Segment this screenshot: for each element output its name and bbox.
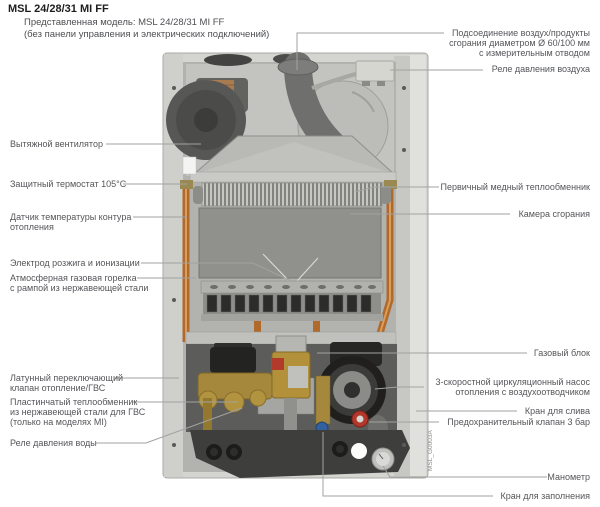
label-line: Латунный переключающий — [10, 373, 124, 383]
label-atmospheric-burner: Атмосферная газовая горелка с рампой из … — [10, 273, 148, 293]
chamber-lid — [189, 135, 397, 183]
label-line: сгорания диаметром Ø 60/100 мм — [449, 38, 590, 48]
label-fill-valve: Кран для заполнения — [500, 491, 590, 501]
label-line: Кран для заполнения — [500, 491, 590, 501]
label-line: с измерительным отводом — [478, 48, 590, 58]
exhaust-fan-part — [166, 78, 248, 160]
page-subtitle-note: (без панели управления и электрических п… — [24, 29, 270, 40]
manometer-part — [371, 447, 395, 471]
label-line: 3-скоростной циркуляционный насос — [435, 377, 590, 387]
label-brass-diverter-valve: Латунный переключающий клапан отопление/… — [10, 373, 123, 393]
label-line: клапан отопление/ГВС — [10, 383, 106, 393]
leader-circulation-pump — [374, 386, 424, 390]
label-water-pressure-switch: Реле давления воды — [10, 438, 97, 448]
label-safety-valve: Предохранительный клапан 3 бар — [447, 417, 590, 427]
diverter-valve-part — [197, 343, 273, 434]
label-drain-valve: Кран для слива — [525, 406, 590, 416]
label-line: (только на моделях MI) — [10, 417, 107, 427]
label-exhaust-fan: Вытяжной вентилятор — [10, 139, 103, 149]
safety-valve-part — [351, 410, 369, 428]
burner-part — [200, 280, 384, 321]
combustion-chamber-part — [198, 207, 382, 279]
label-primary-heat-exchanger: Первичный медный теплообменник — [441, 182, 590, 192]
label-line: Вытяжной вентилятор — [10, 139, 103, 149]
label-plate-heat-exchanger: Пластинчатый теплообменник из нержавеюще… — [10, 397, 145, 427]
circulation-pump-part — [315, 342, 386, 425]
casing-screws — [172, 86, 406, 447]
label-line: из нержавеющей стали для ГВС — [10, 407, 146, 417]
label-line: Защитный термостат 105°C — [10, 179, 127, 189]
label-gas-valve: Газовый блок — [534, 348, 590, 358]
label-heating-temp-sensor: Датчик температуры контура отопления — [10, 212, 131, 232]
electrode-wires — [262, 253, 319, 282]
label-line: Газовый блок — [533, 348, 590, 358]
leader-fill-valve — [322, 432, 493, 497]
leader-ignition-electrode — [141, 262, 292, 282]
label-line: Реле давления воды — [10, 438, 97, 448]
label-safety-thermostat: Защитный термостат 105°C — [10, 179, 126, 189]
label-line: Реле давления воздуха — [491, 64, 590, 74]
label-line: Электрод розжига и ионизации — [10, 258, 140, 268]
label-line: Атмосферная газовая горелка — [10, 273, 137, 283]
label-manometer: Манометр — [547, 472, 590, 482]
page-subtitle-model: Представленная модель: MSL 24/28/31 MI F… — [24, 17, 225, 28]
air-pressure-switch-part — [355, 60, 395, 86]
primary-heat-exchanger-part — [193, 182, 391, 207]
leader-primary-heat-exchanger — [354, 186, 439, 193]
label-line: Датчик температуры контура — [10, 212, 132, 222]
label-line: Первичный медный теплообменник — [440, 182, 590, 192]
label-line: Манометр — [547, 472, 590, 482]
drawing-code: MSL_G0003A — [427, 430, 434, 471]
label-air-flue-connection: Подсоединение воздух/продукты сгорания д… — [449, 28, 590, 58]
label-line: Подсоединение воздух/продукты — [451, 28, 590, 38]
leader-manometer — [382, 465, 547, 478]
label-line: отопления — [10, 222, 54, 232]
label-line: с рампой из нержавеющей стали — [10, 283, 149, 293]
base-tray — [190, 430, 410, 478]
label-ignition-electrode: Электрод розжига и ионизации — [10, 258, 140, 268]
label-line: отопления с воздухоотводчиком — [455, 387, 590, 397]
page-title: MSL 24/28/31 MI FF — [8, 3, 109, 15]
label-line: Предохранительный клапан 3 бар — [447, 417, 590, 427]
label-air-pressure-switch: Реле давления воздуха — [492, 64, 590, 74]
label-line: Камера сгорания — [518, 209, 590, 219]
leader-lines — [96, 32, 547, 497]
label-line: Кран для слива — [524, 406, 590, 416]
label-circulation-pump: 3-скоростной циркуляционный насос отопле… — [435, 377, 590, 397]
casing-sticker — [182, 156, 197, 175]
leader-air-flue-connection — [296, 32, 444, 70]
label-combustion-chamber: Камера сгорания — [519, 209, 590, 219]
label-line: Пластинчатый теплообменник — [10, 397, 138, 407]
leader-water-pressure-switch — [96, 407, 243, 444]
